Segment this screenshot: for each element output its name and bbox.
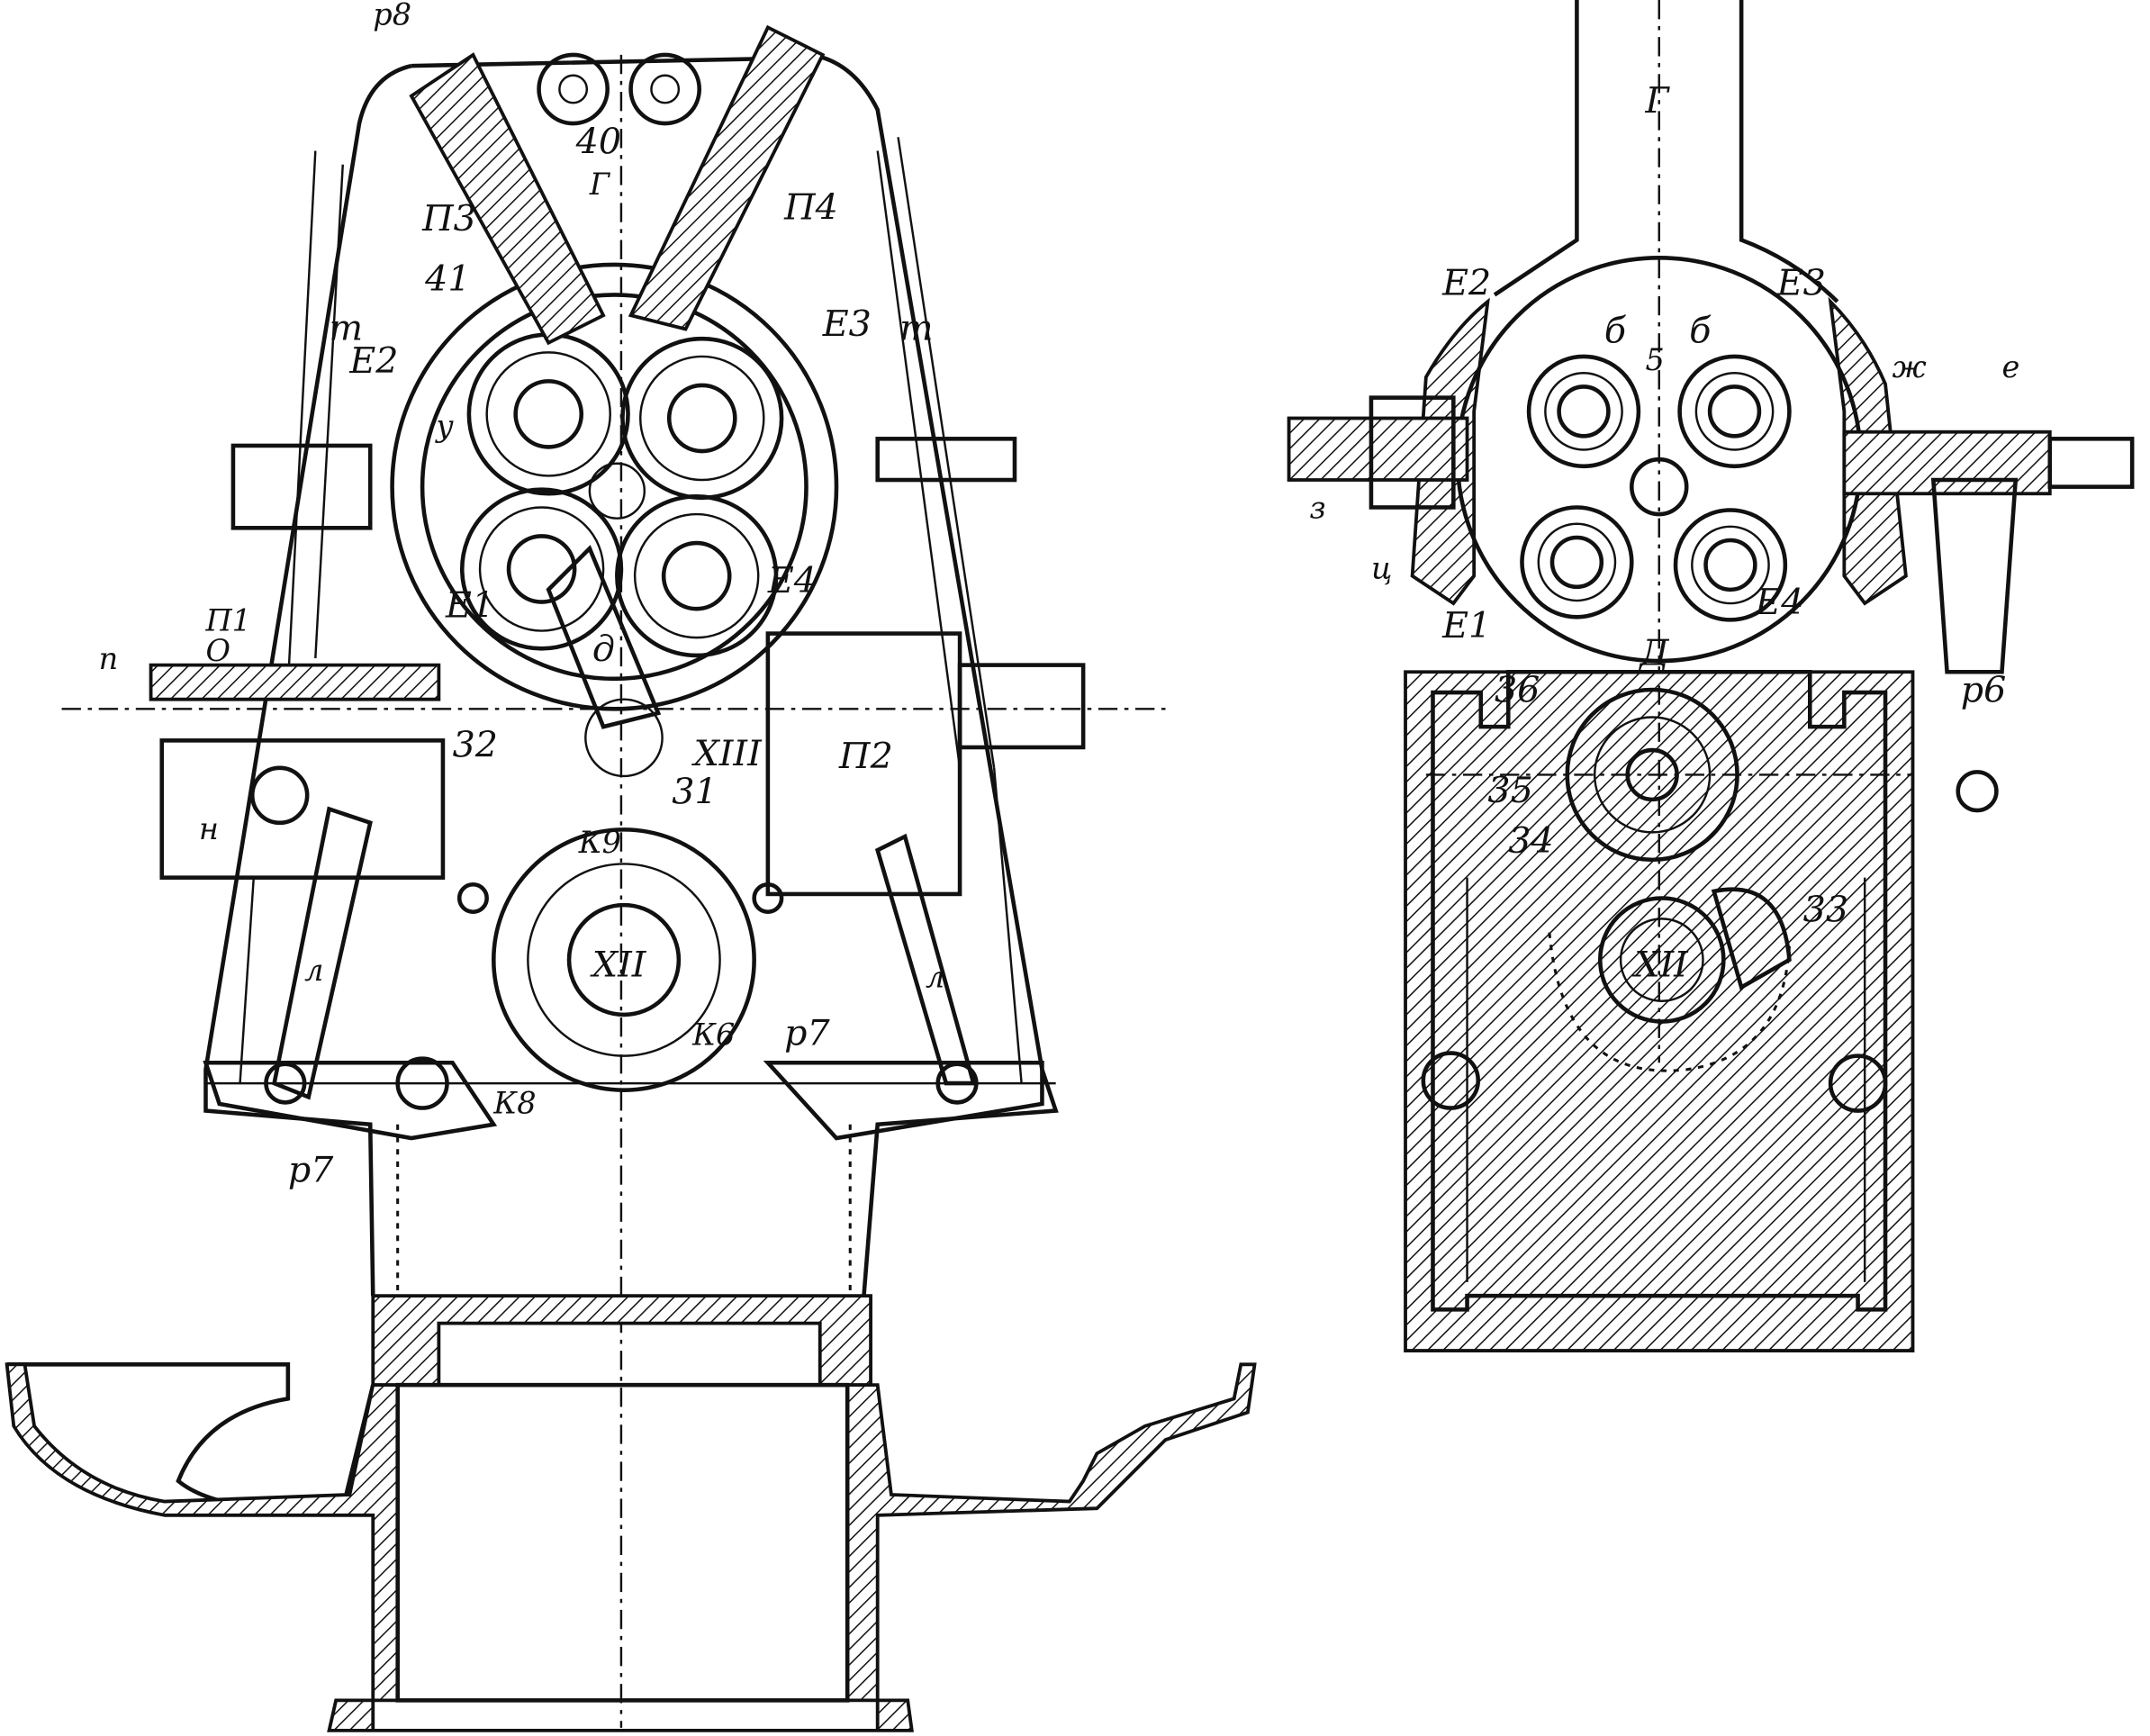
slides-P3-P4 <box>409 24 826 346</box>
label-l-right: л <box>926 959 944 994</box>
left-view: р8 40 П3 41 Г П4 т т Е2 Е3 у П1 О п Е1 Е… <box>5 0 1257 1732</box>
spindle-E3-right <box>1677 354 1792 469</box>
label-P3: П3 <box>421 198 476 240</box>
label-G-right: Г <box>1645 80 1671 122</box>
spindle-E1-right <box>1520 505 1634 619</box>
label-P6: р6 <box>1961 670 2007 711</box>
cam-drum <box>492 545 756 1092</box>
label-m-right: т <box>899 308 934 349</box>
label-e: е <box>2001 349 2019 384</box>
spindle-E4 <box>615 494 779 658</box>
side-plungers <box>1287 395 2135 813</box>
gear-train <box>1425 685 1913 1072</box>
label-33: 33 <box>1803 889 1848 930</box>
label-E3: Е3 <box>822 303 872 345</box>
label-E2-right: Е2 <box>1441 262 1491 303</box>
turret-disc <box>390 262 839 711</box>
label-P7-right: р7 <box>784 1012 830 1053</box>
label-zh: ж <box>1893 349 1927 384</box>
label-XIII: XIII <box>691 733 763 774</box>
spindle-E3 <box>620 336 784 501</box>
label-d: д <box>592 628 615 670</box>
label-ts: ц <box>1371 551 1392 586</box>
label-34: 34 <box>1508 820 1553 862</box>
label-u: у <box>434 408 454 443</box>
spindle-E4-right <box>1673 508 1788 622</box>
label-K6: К6 <box>691 1017 735 1052</box>
label-P4: П4 <box>783 187 838 229</box>
label-P7-left: р7 <box>288 1150 334 1191</box>
label-5: 5 <box>1646 342 1665 377</box>
label-32: 32 <box>453 725 498 766</box>
label-XII-right: XII <box>1631 944 1689 985</box>
label-P2: П2 <box>838 736 893 777</box>
label-E1-right: Е1 <box>1441 605 1491 646</box>
label-E2: Е2 <box>348 340 398 382</box>
label-n: п <box>99 641 119 676</box>
column <box>1493 0 1839 673</box>
label-K9: К9 <box>578 825 621 860</box>
label-E3-right: Е3 <box>1776 262 1826 303</box>
top-rollers <box>537 52 702 126</box>
levers <box>61 708 1166 1141</box>
spindle-E2 <box>466 332 630 496</box>
right-view: Г Е2 б б 5 Е3 ж е з ц Е1 Д Е4 36 р6 35 3… <box>1287 0 2135 1352</box>
label-b1: б <box>1604 311 1627 352</box>
label-p8: р8 <box>373 0 411 32</box>
label-E1: Е1 <box>445 584 494 626</box>
label-l-left: л <box>304 953 323 988</box>
spindle-E2-right <box>1526 354 1641 469</box>
label-31: 31 <box>672 771 717 812</box>
label-35: 35 <box>1487 770 1532 811</box>
label-41: 41 <box>424 258 470 300</box>
label-36: 36 <box>1495 670 1540 711</box>
side-slides <box>149 437 1086 897</box>
label-G: Г <box>589 167 611 202</box>
label-nh: н <box>199 811 219 846</box>
label-z: з <box>1309 491 1325 526</box>
label-K8: К8 <box>492 1086 536 1121</box>
label-m-left: т <box>330 308 364 349</box>
label-E4-right: Е4 <box>1754 582 1803 623</box>
base <box>5 1294 1257 1732</box>
spindle-E1 <box>459 487 624 651</box>
left-labels: р8 40 П3 41 Г П4 т т Е2 Е3 у П1 О п Е1 Е… <box>99 0 945 1191</box>
label-40: 40 <box>575 122 621 163</box>
label-XII: XII <box>590 944 647 985</box>
label-O: О <box>205 633 230 668</box>
label-b2: б <box>1689 311 1712 352</box>
label-D: Д <box>1638 633 1669 674</box>
label-P1: П1 <box>204 603 251 638</box>
right-labels: Г Е2 б б 5 Е3 ж е з ц Е1 Д Е4 36 р6 35 3… <box>1309 80 2019 985</box>
label-E4: Е4 <box>767 560 817 601</box>
pedestal <box>396 54 852 1728</box>
